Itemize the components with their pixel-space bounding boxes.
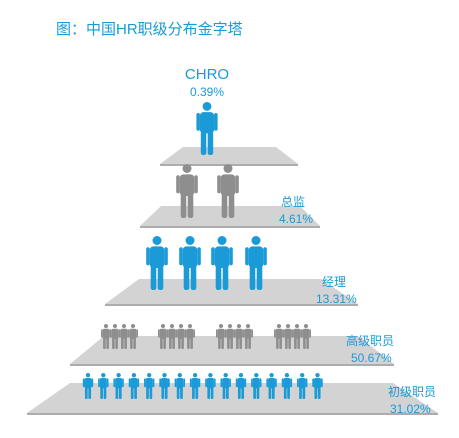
- tier-label-director: 总监: [281, 195, 306, 209]
- person-figure-junior-9: [205, 373, 216, 399]
- person-figure-junior-4: [128, 373, 140, 399]
- tier-value-junior-staff: 31.02%: [390, 402, 431, 416]
- person-figure-junior-14: [281, 373, 293, 399]
- tier-label-chro: CHRO: [184, 66, 230, 83]
- person-figure-senior-3: [119, 324, 129, 349]
- person-figure-chro: [196, 102, 218, 155]
- person-figure-junior-5: [144, 373, 155, 399]
- person-figure-senior-7: [176, 324, 186, 349]
- person-figure-senior-4: [128, 324, 138, 349]
- person-figure-junior-10: [220, 373, 231, 399]
- person-figure-senior-10: [225, 324, 235, 349]
- person-figure-manager-3: [211, 236, 233, 290]
- person-figure-manager-4: [245, 236, 267, 290]
- person-figure-senior-8: [185, 324, 195, 349]
- platform-senior-staff: [70, 336, 394, 366]
- tier-label-manager: 经理: [322, 275, 347, 289]
- person-figure-junior-11: [235, 373, 247, 399]
- tier-label-junior-staff: 初级职员: [388, 385, 437, 399]
- person-figure-junior-3: [113, 373, 124, 399]
- platform-chro: [160, 147, 298, 166]
- person-figure-manager-2: [179, 236, 201, 290]
- person-figure-senior-1: [101, 324, 111, 349]
- person-figure-senior-16: [301, 324, 311, 349]
- person-figure-junior-13: [266, 373, 277, 399]
- tier-value-chro: 0.39%: [189, 85, 225, 99]
- person-figure-director-2: [217, 164, 239, 218]
- person-figure-senior-14: [283, 324, 293, 349]
- tier-value-director: 4.61%: [279, 212, 314, 226]
- person-figure-junior-15: [297, 373, 308, 399]
- person-figure-junior-12: [251, 373, 262, 399]
- tier-label-senior-staff: 高级职员: [346, 334, 395, 348]
- person-figure-senior-2: [110, 324, 120, 349]
- person-figure-junior-6: [159, 373, 170, 399]
- chart-title: 图：中国HR职级分布金字塔: [56, 21, 243, 38]
- person-figure-senior-13: [274, 324, 284, 349]
- platform-junior-staff: [27, 383, 438, 415]
- tier-value-senior-staff: 50.67%: [351, 351, 392, 365]
- person-figure-junior-2: [98, 373, 109, 399]
- person-figure-manager-1: [146, 236, 168, 290]
- person-figure-senior-15: [292, 324, 302, 349]
- person-figure-director-1: [176, 164, 198, 218]
- person-figure-junior-1: [82, 373, 94, 399]
- person-figure-junior-8: [189, 373, 201, 399]
- person-figure-junior-7: [174, 373, 185, 399]
- person-figure-senior-12: [243, 324, 253, 349]
- person-figure-junior-16: [312, 373, 323, 399]
- tier-value-manager: 13.31%: [316, 292, 357, 306]
- platform-manager: [105, 279, 358, 306]
